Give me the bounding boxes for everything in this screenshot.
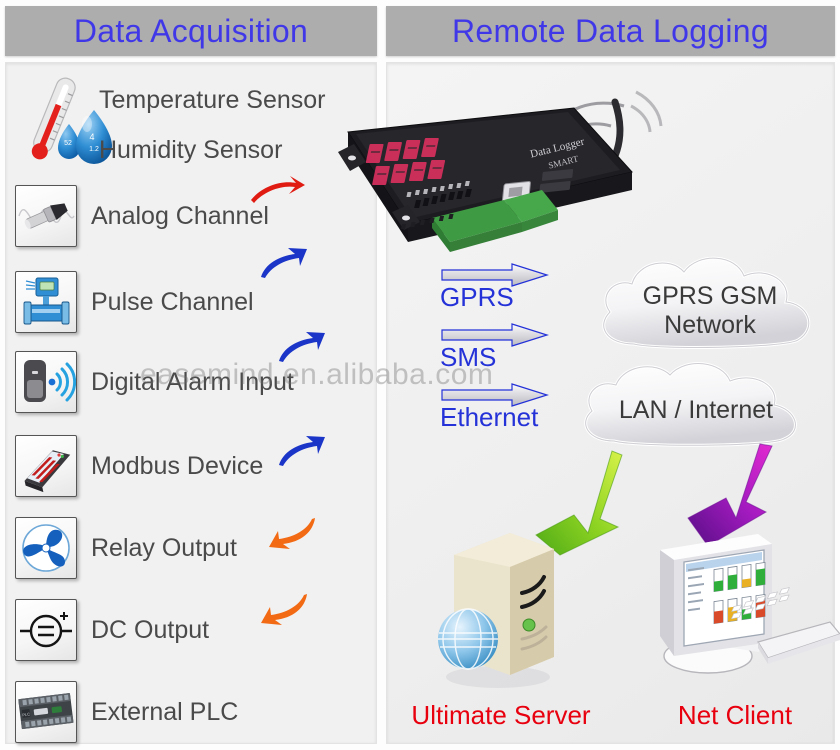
list-item-temperature-sensor[interactable]: Temperature Sensor <box>5 80 326 120</box>
right-block-arrow <box>441 263 550 287</box>
motion-detector-icon <box>15 351 77 413</box>
list-item-pulse-channel[interactable]: Pulse Channel <box>5 270 254 334</box>
modbus-recorder-icon <box>15 435 77 497</box>
protocol-label: SMS <box>440 342 497 372</box>
list-item-label: Analog Channel <box>91 201 269 230</box>
dc-source-icon <box>15 599 77 661</box>
right-block-arrow <box>441 383 550 407</box>
svg-text:52: 52 <box>64 140 72 147</box>
plc-module-icon: PLC <box>15 681 77 743</box>
panel-header-remote-data-logging: Remote Data Logging <box>386 6 835 56</box>
water-droplet-icon: 52 4 1.2 <box>51 104 123 172</box>
protocol-label: GPRS <box>440 282 514 312</box>
blue-curved-arrow-3 <box>273 432 331 468</box>
red-curved-arrow <box>248 172 306 208</box>
list-item-humidity-sensor[interactable]: Humidity Sensor <box>5 130 282 170</box>
analog-probe-icon <box>15 185 77 247</box>
thermometer-icon <box>13 70 105 170</box>
list-item-label: DC Output <box>91 615 210 644</box>
list-item-modbus-device[interactable]: Modbus Device <box>5 434 263 498</box>
list-item-label: Digital Alarm Input <box>91 367 294 396</box>
header-right-title: Remote Data Logging <box>451 12 769 49</box>
list-item-digital-alarm-input[interactable]: Digital Alarm Input <box>5 350 294 414</box>
list-item-dc-output[interactable]: DC Output <box>5 598 209 662</box>
list-item-analog-channel[interactable]: Analog Channel <box>5 184 269 248</box>
smart-data-logger: SMART Data Logger <box>336 72 666 272</box>
svg-text:1.2: 1.2 <box>89 146 99 153</box>
water-droplet-icon-slot <box>15 120 75 180</box>
server-tower-icon <box>430 515 570 695</box>
keyboard-icon <box>730 587 840 664</box>
orange-curved-arrow-2 <box>255 590 313 626</box>
list-item-label: Modbus Device <box>91 451 264 480</box>
protocol-sms: SMS <box>440 322 550 370</box>
list-item-label: Pulse Channel <box>91 287 254 316</box>
list-item-external-plc[interactable]: PLC External PLC <box>5 680 238 744</box>
purple-down-left-arrow <box>680 440 790 560</box>
svg-text:4: 4 <box>89 132 94 142</box>
panel-header-data-acquisition: Data Acquisition <box>5 6 377 56</box>
blue-curved-arrow-2 <box>273 328 331 364</box>
list-item-label: Humidity Sensor <box>99 135 283 164</box>
protocol-label: Ethernet <box>440 402 539 432</box>
svg-text:PLC: PLC <box>22 711 30 717</box>
protocol-gprs: GPRS <box>440 262 550 310</box>
desktop-monitor-icon <box>640 530 840 700</box>
list-item-label: Temperature Sensor <box>99 85 326 114</box>
fan-relay-icon <box>15 517 77 579</box>
list-item-label: External PLC <box>91 697 239 726</box>
endpoint-label-ultimate-server: Ultimate Server <box>411 700 591 730</box>
header-left-title: Data Acquisition <box>73 12 309 49</box>
list-item-relay-output[interactable]: Relay Output <box>5 516 237 580</box>
flow-meter-icon <box>15 271 77 333</box>
acquisition-source-list: 52 4 1.2 Temperature Sensor Humidity Sen… <box>5 62 377 744</box>
protocol-ethernet: Ethernet <box>440 382 550 430</box>
list-item-label: Relay Output <box>91 533 237 562</box>
endpoint-label-net-client: Net Client <box>677 700 793 730</box>
blue-curved-arrow-1 <box>255 244 313 280</box>
orange-curved-arrow-1 <box>263 514 321 550</box>
green-down-left-arrow <box>530 445 640 565</box>
right-block-arrow <box>441 323 550 347</box>
